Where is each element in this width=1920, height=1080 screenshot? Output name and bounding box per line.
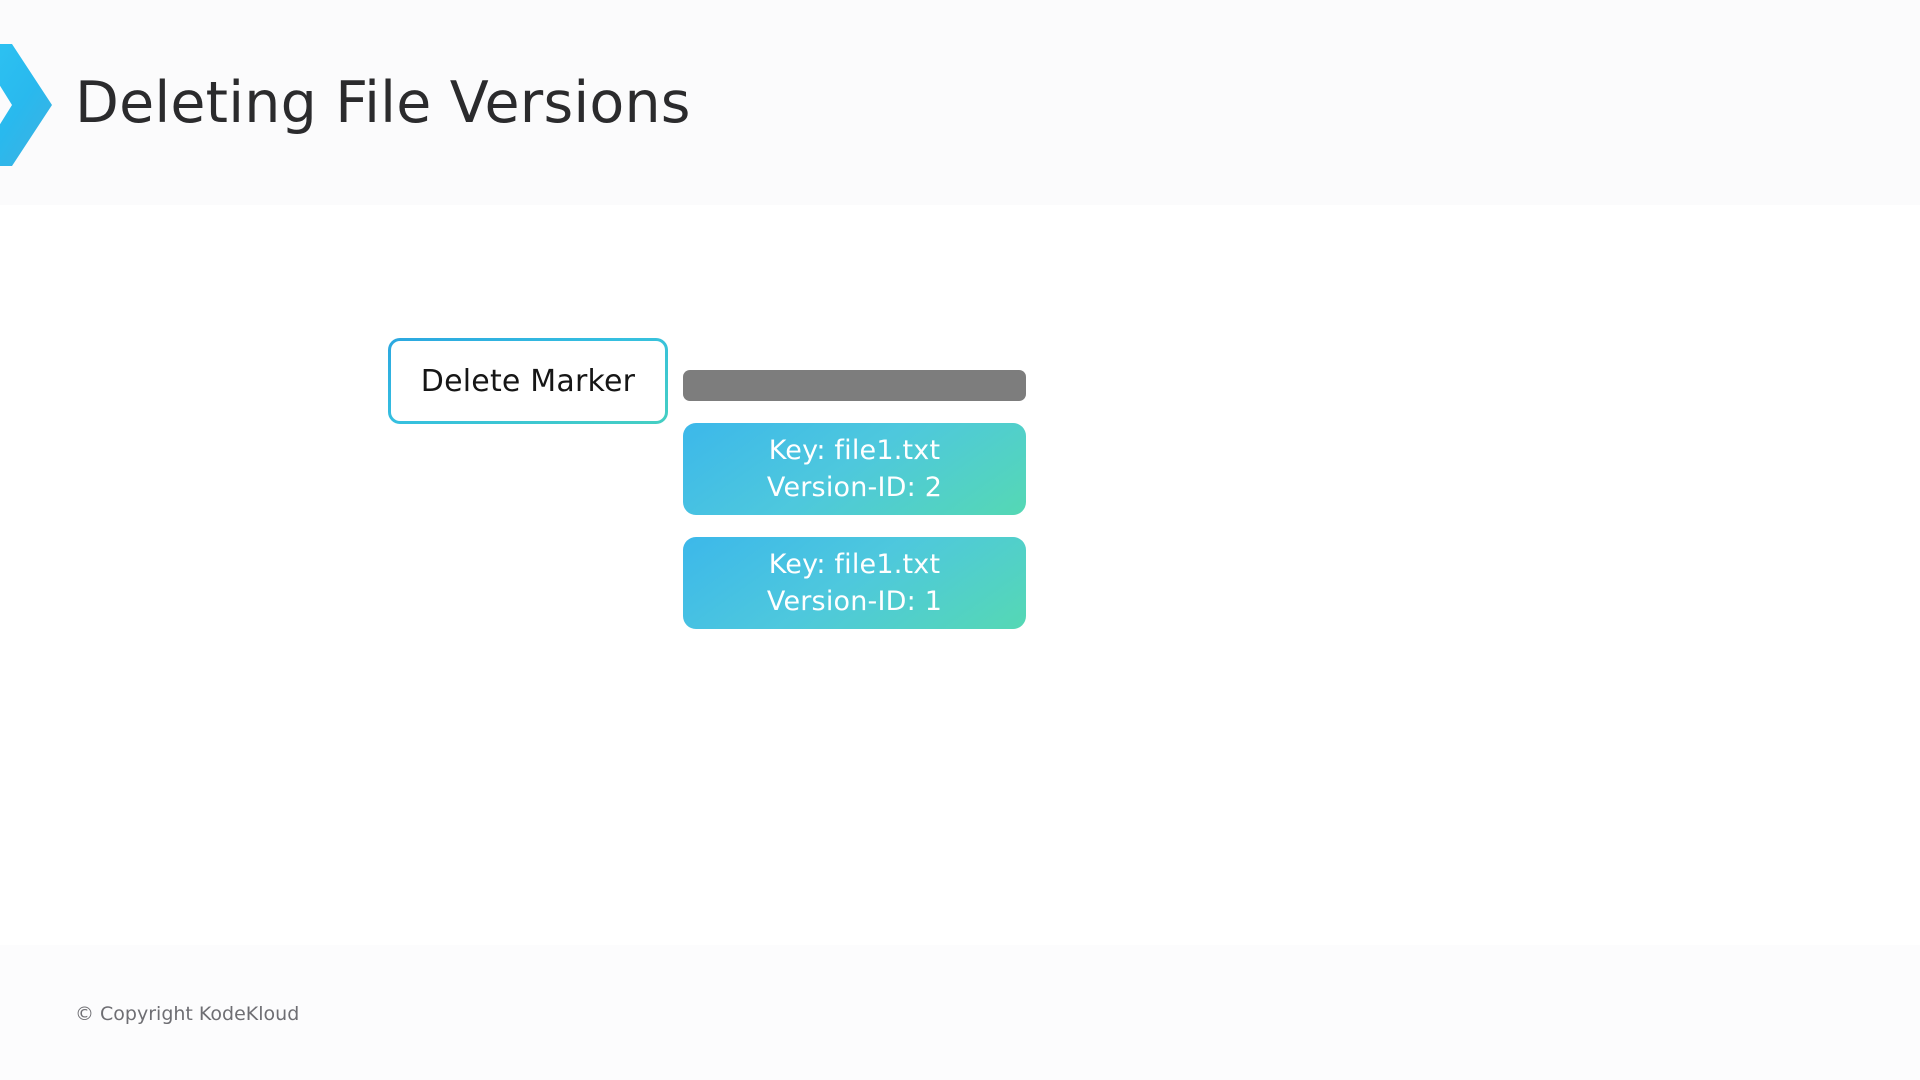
version-key-label: Key: file1.txt	[768, 549, 941, 580]
version-card: Key: file1.txt Version-ID: 1	[683, 537, 1026, 629]
slide-header: Deleting File Versions	[0, 0, 1920, 205]
delete-marker-label: Delete Marker	[420, 363, 636, 399]
version-card: Key: file1.txt Version-ID: 2	[683, 423, 1026, 515]
delete-marker-bar	[683, 370, 1026, 401]
version-id-label: Version-ID: 2	[766, 472, 943, 503]
version-stack: Key: file1.txt Version-ID: 2 Key: file1.…	[683, 370, 1026, 629]
copyright-text: © Copyright KodeKloud	[75, 1003, 300, 1025]
delete-marker-box: Delete Marker	[388, 338, 668, 424]
version-key-label: Key: file1.txt	[768, 435, 941, 466]
page-title: Deleting File Versions	[75, 70, 691, 136]
diagram-canvas: Delete Marker Key: file1.txt Version-ID:…	[0, 205, 1920, 945]
slide-footer: © Copyright KodeKloud	[0, 945, 1920, 1080]
chevron-right-icon	[0, 44, 54, 166]
version-id-label: Version-ID: 1	[766, 586, 943, 617]
